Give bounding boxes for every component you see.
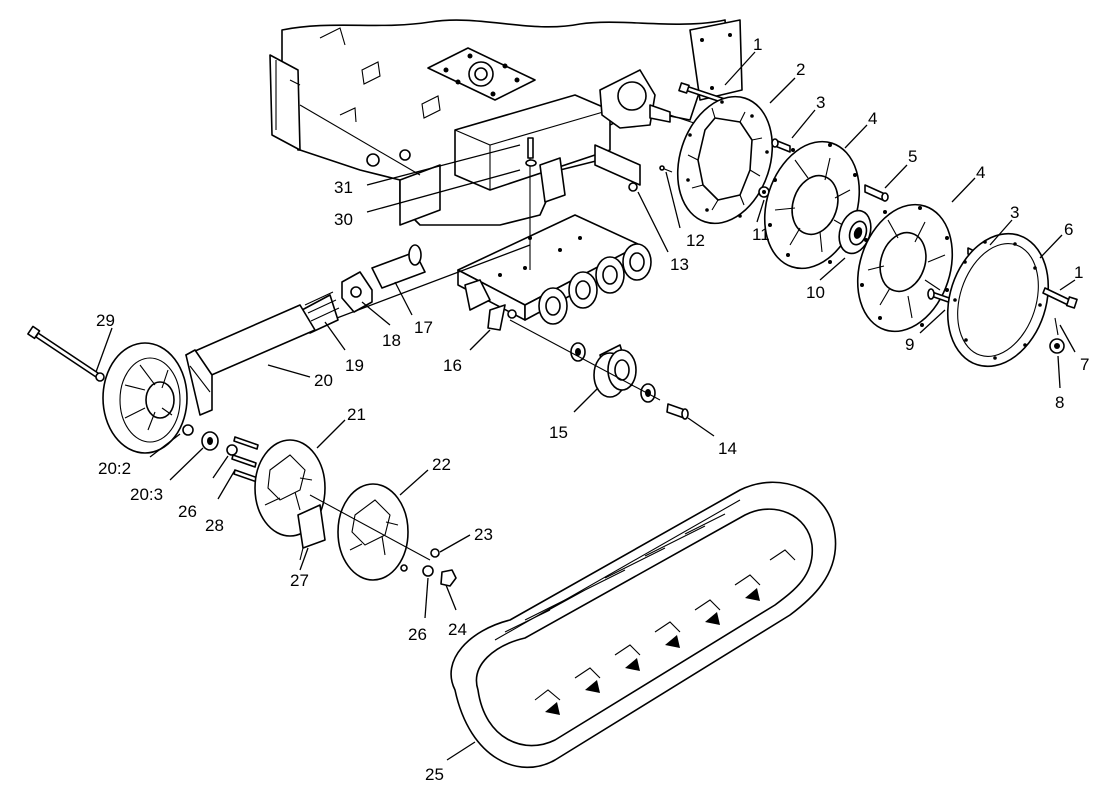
callout-21: 21 <box>347 405 366 424</box>
cylinder-20 <box>185 304 316 416</box>
roller-frame-16 <box>457 214 652 331</box>
callout-3: 3 <box>816 93 825 112</box>
bracket-27 <box>297 504 326 561</box>
callout-10: 10 <box>806 283 825 302</box>
bearing-20-3 <box>201 431 219 451</box>
nut-20-2 <box>182 424 194 436</box>
bolts-28 <box>231 436 259 483</box>
bolt-14 <box>666 403 689 420</box>
axle-line <box>299 244 531 333</box>
callout-2: 2 <box>796 60 805 79</box>
callout-30: 30 <box>334 210 353 229</box>
roller-wheel <box>538 287 568 325</box>
leader-lines <box>95 51 1076 761</box>
callout-15: 15 <box>549 423 568 442</box>
roller-wheel <box>568 271 598 309</box>
washer-26a <box>226 444 238 456</box>
callout-26: 26 <box>408 625 427 644</box>
rubber-track-25 <box>450 481 837 769</box>
callout-31: 31 <box>334 178 353 197</box>
spacer-5 <box>864 184 889 202</box>
callout-4: 4 <box>868 109 877 128</box>
bolt-1a <box>678 82 729 105</box>
callout-29: 29 <box>96 311 115 330</box>
callout-9: 9 <box>905 335 914 354</box>
callout-12: 12 <box>686 231 705 250</box>
bolt-29 <box>27 325 105 382</box>
callout-3: 3 <box>1010 203 1019 222</box>
callout-8: 8 <box>1055 393 1064 412</box>
callout-17: 17 <box>414 318 433 337</box>
spacer-3a <box>771 138 791 153</box>
callouts: 1 2 3 4 5 4 3 6 1 7 8 9 10 11 12 13 14 1… <box>96 35 1089 784</box>
block-18 <box>341 271 373 313</box>
callout-11: 11 <box>752 225 770 244</box>
callout-20: 20 <box>314 371 333 390</box>
idler-wheel-20 <box>102 342 188 454</box>
callout-22: 22 <box>432 455 451 474</box>
callout-14: 14 <box>718 439 737 458</box>
callout-27: 27 <box>290 571 309 590</box>
axle-line <box>309 494 431 561</box>
nut-24 <box>440 569 457 587</box>
callout-7: 7 <box>1080 355 1089 374</box>
callout-19: 19 <box>345 356 364 375</box>
callout-23: 23 <box>474 525 493 544</box>
wheel-plate-22 <box>337 483 409 581</box>
hub-plate-2 <box>676 95 774 225</box>
callout-1: 1 <box>753 35 762 54</box>
chassis-frame <box>269 19 743 226</box>
pin-12 <box>659 165 673 173</box>
bolt-1b <box>1042 287 1078 309</box>
roller-15 <box>593 344 637 398</box>
callout-28: 28 <box>205 516 224 535</box>
roller-wheel <box>595 256 625 294</box>
nut-23 <box>430 548 440 558</box>
callout-16: 16 <box>443 356 462 375</box>
axle-line <box>509 319 661 401</box>
ring-6 <box>946 232 1050 368</box>
nut-8 <box>1049 338 1065 354</box>
washer-30 <box>525 159 537 167</box>
sprocket-4b <box>856 203 954 333</box>
callout-25: 25 <box>425 765 444 784</box>
roller-wheel <box>622 243 652 281</box>
callout-6: 6 <box>1064 220 1073 239</box>
callout-13: 13 <box>670 255 689 274</box>
callout-24: 24 <box>448 620 467 639</box>
callout-4: 4 <box>976 163 985 182</box>
callout-20-3: 20:3 <box>130 485 163 504</box>
callout-18: 18 <box>382 331 401 350</box>
washer-26b <box>422 565 434 577</box>
callout-20-2: 20:2 <box>98 459 131 478</box>
callout-1: 1 <box>1074 263 1083 282</box>
pin-7 <box>1054 317 1059 336</box>
tension-spring-17 <box>371 244 426 289</box>
bolt-31 <box>527 137 534 270</box>
sprocket-4a <box>763 140 861 270</box>
nut-13 <box>628 182 638 192</box>
callout-26: 26 <box>178 502 197 521</box>
callout-5: 5 <box>908 147 917 166</box>
